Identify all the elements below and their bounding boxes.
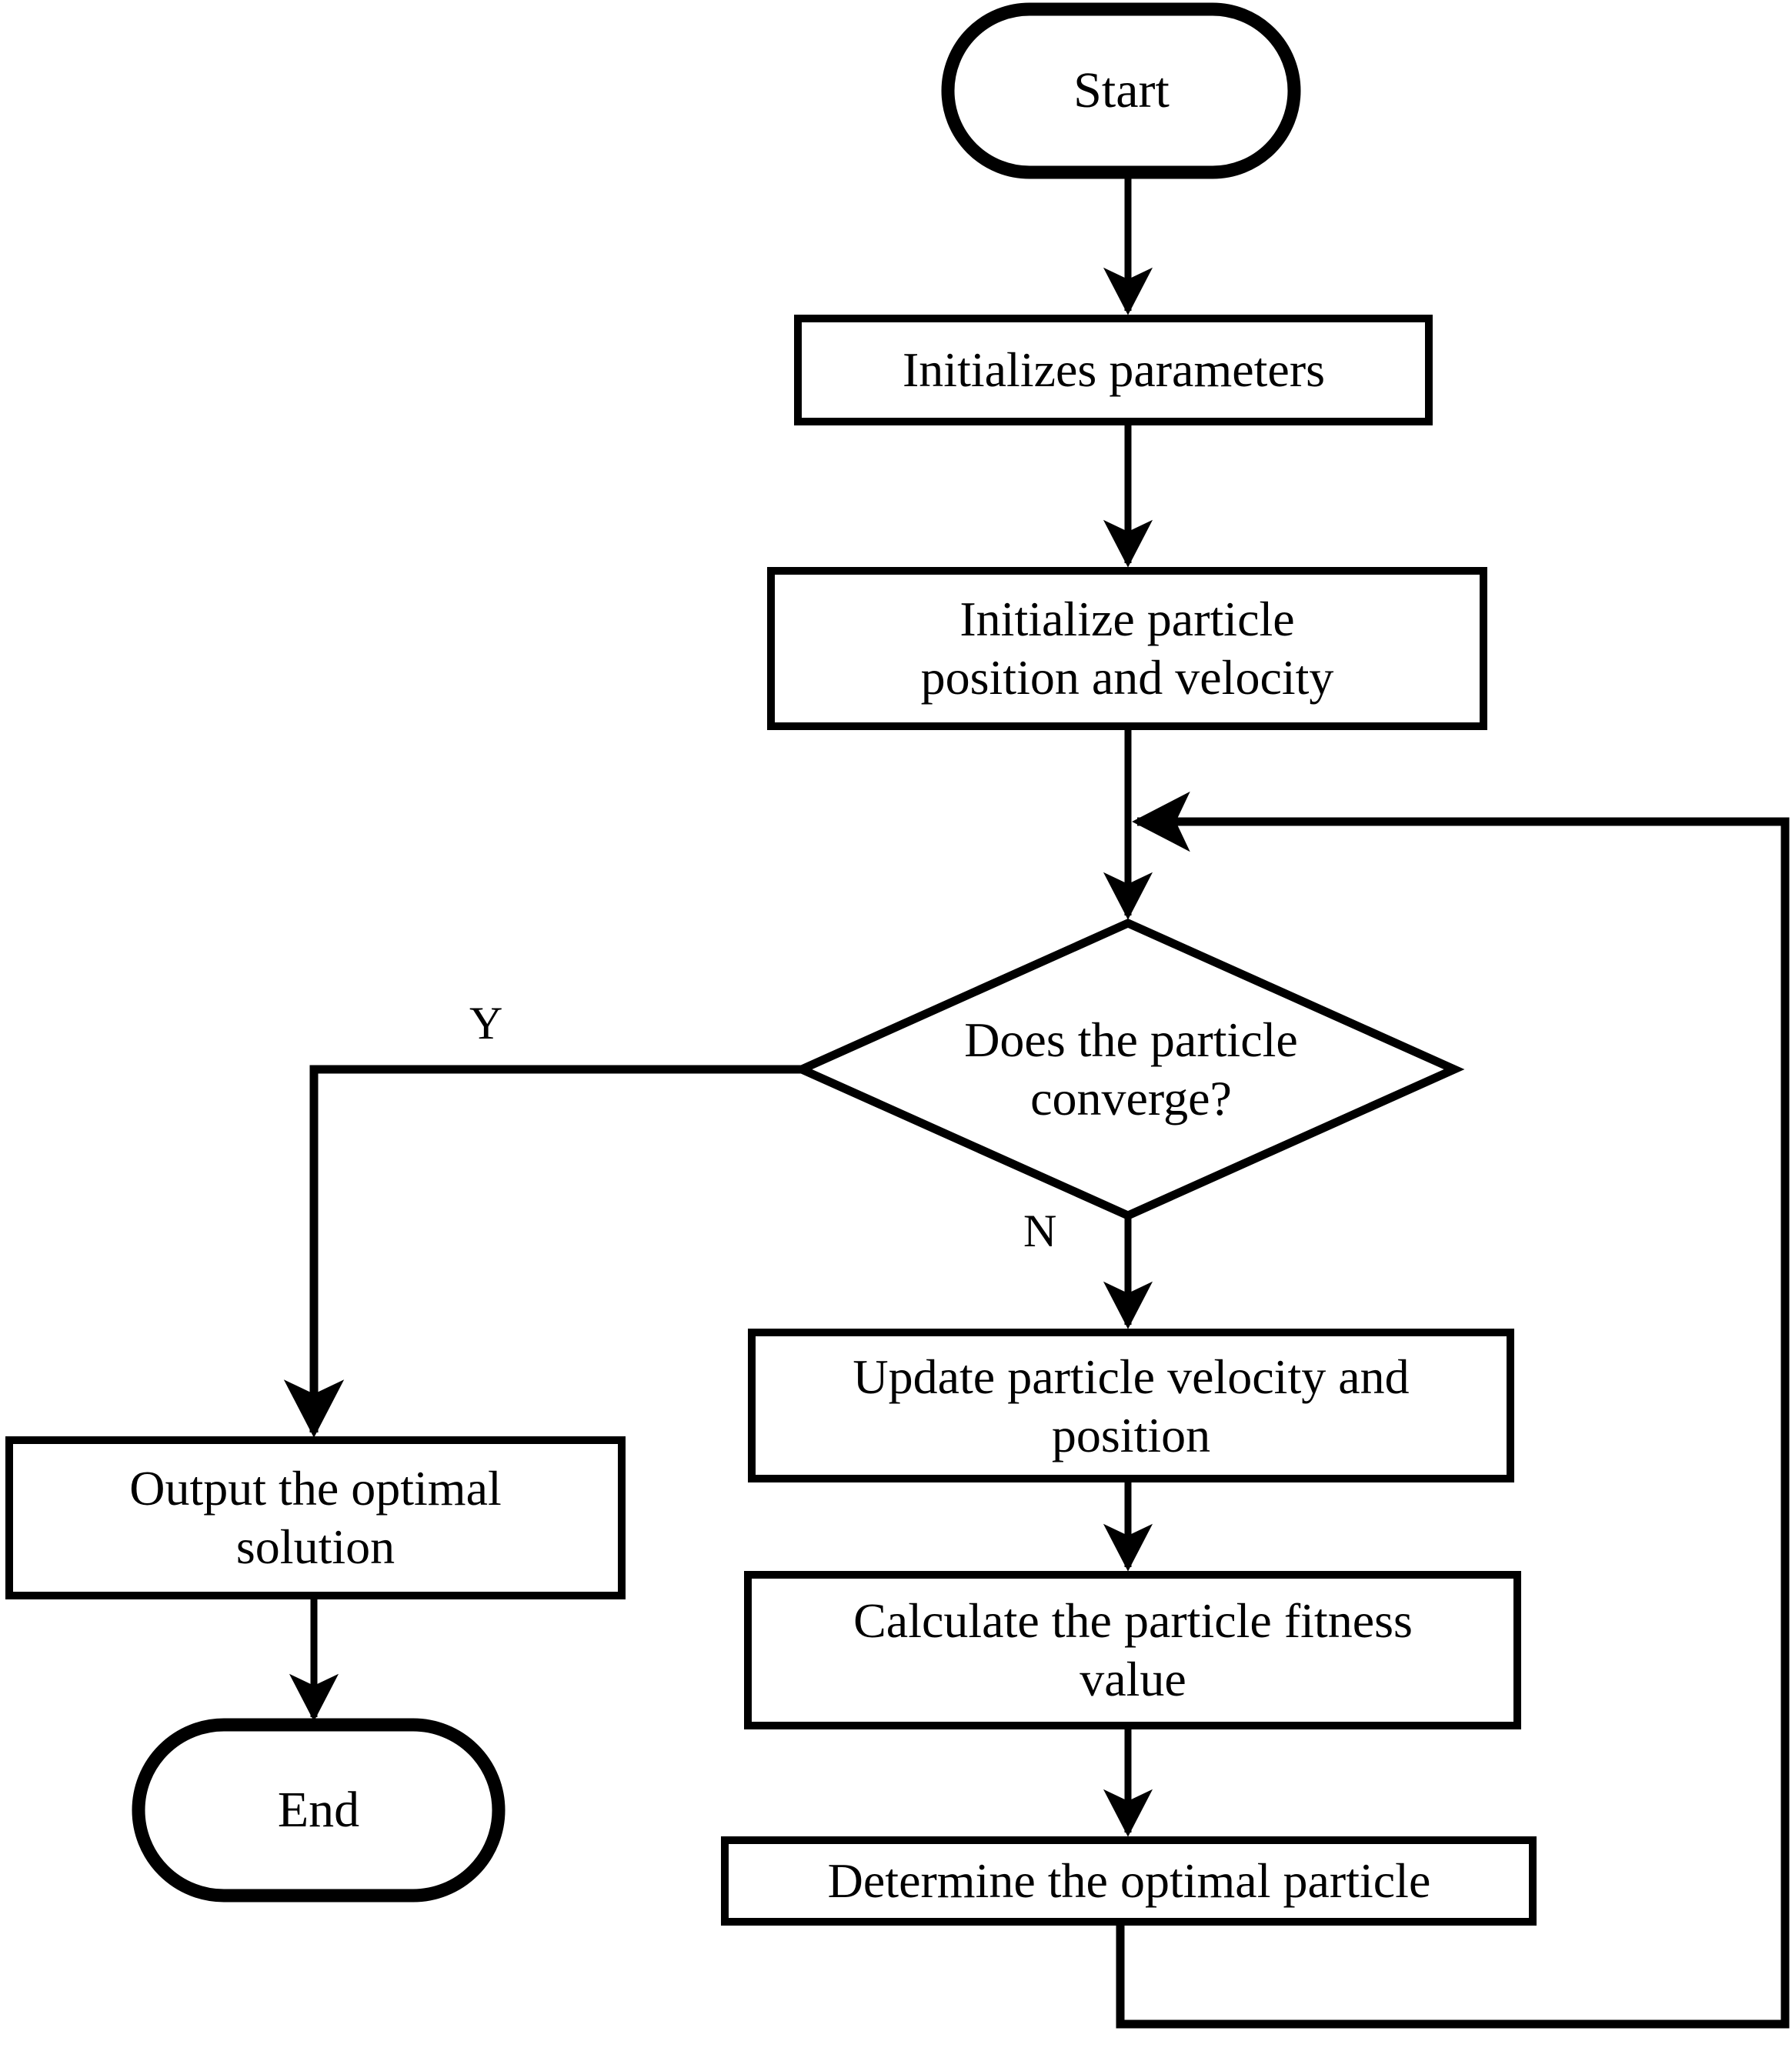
node-end-shape — [132, 1718, 506, 1903]
node-init-pv-shape — [767, 567, 1487, 730]
node-init-shape — [794, 315, 1433, 425]
node-decision-shape — [791, 918, 1465, 1221]
node-calculate-shape — [744, 1571, 1521, 1729]
node-output-shape — [5, 1436, 626, 1599]
node-determine-shape — [721, 1836, 1537, 1926]
node-start-shape — [941, 2, 1301, 179]
edge-decision-to-output — [283, 1065, 802, 1438]
edge-determine-to-decision-feedback — [1116, 791, 1790, 2029]
edge-label-no: N — [1023, 1206, 1057, 1256]
edge-label-yes: Y — [469, 998, 503, 1049]
node-update-shape — [748, 1329, 1514, 1482]
